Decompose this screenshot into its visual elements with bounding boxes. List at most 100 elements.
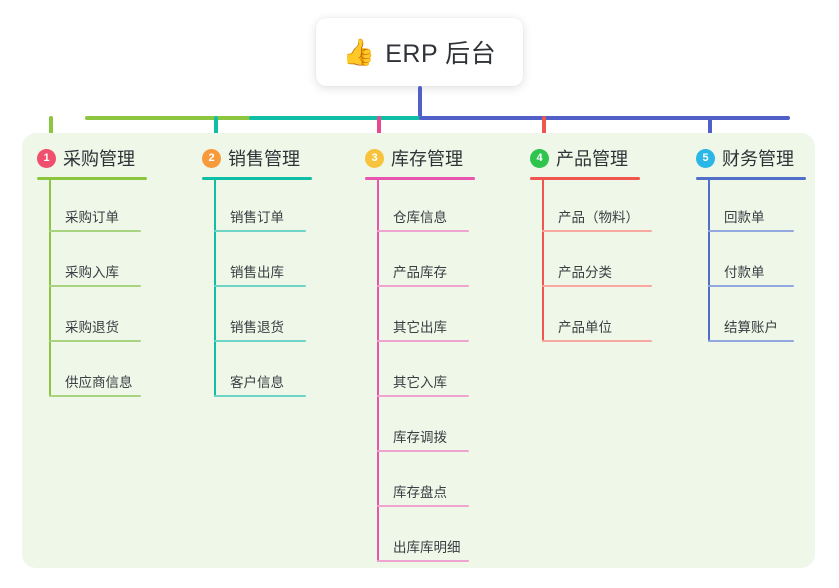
leaf-node[interactable]: 产品单位	[542, 312, 672, 342]
branch-index-badge-5: 5	[696, 148, 715, 168]
branch-drop-connector-3	[377, 116, 381, 148]
leaf-rule	[49, 285, 141, 287]
leaf-node[interactable]: 其它出库	[377, 312, 489, 342]
branch-column-3: 3 库存管理仓库信息产品库存其它出库其它入库库存调拨库存盘点出库库明细	[365, 133, 525, 568]
content-panel	[22, 133, 815, 568]
branch-spine-4	[542, 179, 544, 342]
leaf-label: 产品单位	[558, 320, 612, 335]
branch-title-5: 财务管理	[722, 149, 794, 169]
branch-spine-5	[708, 179, 710, 342]
root-stem-connector	[418, 86, 422, 118]
leaf-node[interactable]: 其它入库	[377, 367, 489, 397]
leaf-rule	[214, 395, 306, 397]
branch-spine-2	[214, 179, 216, 397]
branch-header-3[interactable]: 3 库存管理	[365, 145, 463, 171]
branch-spine-1	[49, 179, 51, 397]
branch-drop-connector-5	[708, 116, 712, 148]
leaf-node[interactable]: 付款单	[708, 257, 814, 287]
leaf-rule	[542, 230, 652, 232]
leaf-rule	[49, 395, 141, 397]
root-node[interactable]: 👍 ERP 后台	[316, 18, 523, 86]
leaf-label: 采购入库	[65, 265, 119, 280]
leaf-node[interactable]: 库存盘点	[377, 477, 489, 507]
leaf-label: 销售订单	[230, 210, 284, 225]
leaf-rule	[542, 340, 652, 342]
leaf-rule	[377, 450, 469, 452]
leaf-node[interactable]: 客户信息	[214, 367, 326, 397]
branch-drop-connector-1	[49, 116, 53, 148]
branch-header-1[interactable]: 1 采购管理	[37, 145, 135, 171]
leaf-node[interactable]: 库存调拨	[377, 422, 489, 452]
connector-bar-segment-2	[249, 116, 421, 120]
leaf-label: 回款单	[724, 210, 765, 225]
leaf-rule	[377, 230, 469, 232]
leaf-node[interactable]: 销售退货	[214, 312, 326, 342]
branch-column-1: 1 采购管理采购订单采购入库采购退货供应商信息	[37, 133, 197, 568]
leaf-rule	[377, 340, 469, 342]
leaf-node[interactable]: 销售订单	[214, 202, 326, 232]
leaf-rule	[214, 340, 306, 342]
leaf-rule	[377, 505, 469, 507]
branch-drop-connector-2	[214, 116, 218, 148]
branch-header-rule-1	[37, 177, 147, 180]
leaf-rule	[214, 230, 306, 232]
leaf-rule	[708, 230, 794, 232]
leaf-label: 付款单	[724, 265, 765, 280]
leaf-node[interactable]: 采购入库	[49, 257, 161, 287]
connector-bar-segment-3	[419, 116, 790, 120]
branch-header-rule-3	[365, 177, 475, 180]
leaf-label: 产品库存	[393, 265, 447, 280]
branch-index-badge-2: 2	[202, 148, 221, 168]
leaf-node[interactable]: 产品（物料）	[542, 202, 672, 232]
thumbs-up-icon: 👍	[342, 37, 376, 67]
branch-index-badge-4: 4	[530, 148, 549, 168]
root-node-title: ERP 后台	[385, 40, 497, 68]
branch-header-5[interactable]: 5 财务管理	[696, 145, 794, 171]
branch-title-3: 库存管理	[391, 149, 463, 169]
leaf-node[interactable]: 仓库信息	[377, 202, 489, 232]
leaf-node[interactable]: 回款单	[708, 202, 814, 232]
leaf-label: 库存调拨	[393, 430, 447, 445]
leaf-node[interactable]: 结算账户	[708, 312, 814, 342]
leaf-label: 产品分类	[558, 265, 612, 280]
leaf-label: 其它出库	[393, 320, 447, 335]
leaf-label: 产品（物料）	[558, 210, 639, 225]
leaf-rule	[377, 395, 469, 397]
leaf-label: 采购退货	[65, 320, 119, 335]
leaf-label: 结算账户	[724, 320, 778, 335]
leaf-rule	[49, 230, 141, 232]
branch-drop-connector-4	[542, 116, 546, 148]
leaf-rule	[542, 285, 652, 287]
leaf-rule	[377, 285, 469, 287]
leaf-label: 其它入库	[393, 375, 447, 390]
leaf-rule	[49, 340, 141, 342]
leaf-rule	[377, 560, 469, 562]
leaf-label: 客户信息	[230, 375, 284, 390]
leaf-node[interactable]: 供应商信息	[49, 367, 161, 397]
branch-header-rule-2	[202, 177, 312, 180]
leaf-node[interactable]: 销售出库	[214, 257, 326, 287]
leaf-node[interactable]: 出库库明细	[377, 532, 489, 562]
leaf-label: 销售退货	[230, 320, 284, 335]
branch-title-1: 采购管理	[63, 149, 135, 169]
leaf-label: 库存盘点	[393, 485, 447, 500]
branch-header-rule-4	[530, 177, 640, 180]
leaf-label: 供应商信息	[65, 375, 133, 390]
leaf-node[interactable]: 采购订单	[49, 202, 161, 232]
leaf-label: 仓库信息	[393, 210, 447, 225]
leaf-node[interactable]: 产品分类	[542, 257, 672, 287]
branch-header-rule-5	[696, 177, 806, 180]
leaf-node[interactable]: 产品库存	[377, 257, 489, 287]
leaf-label: 销售出库	[230, 265, 284, 280]
leaf-node[interactable]: 采购退货	[49, 312, 161, 342]
branch-index-badge-1: 1	[37, 148, 56, 168]
leaf-rule	[708, 340, 794, 342]
branch-index-badge-3: 3	[365, 148, 384, 168]
leaf-label: 采购订单	[65, 210, 119, 225]
leaf-rule	[708, 285, 794, 287]
